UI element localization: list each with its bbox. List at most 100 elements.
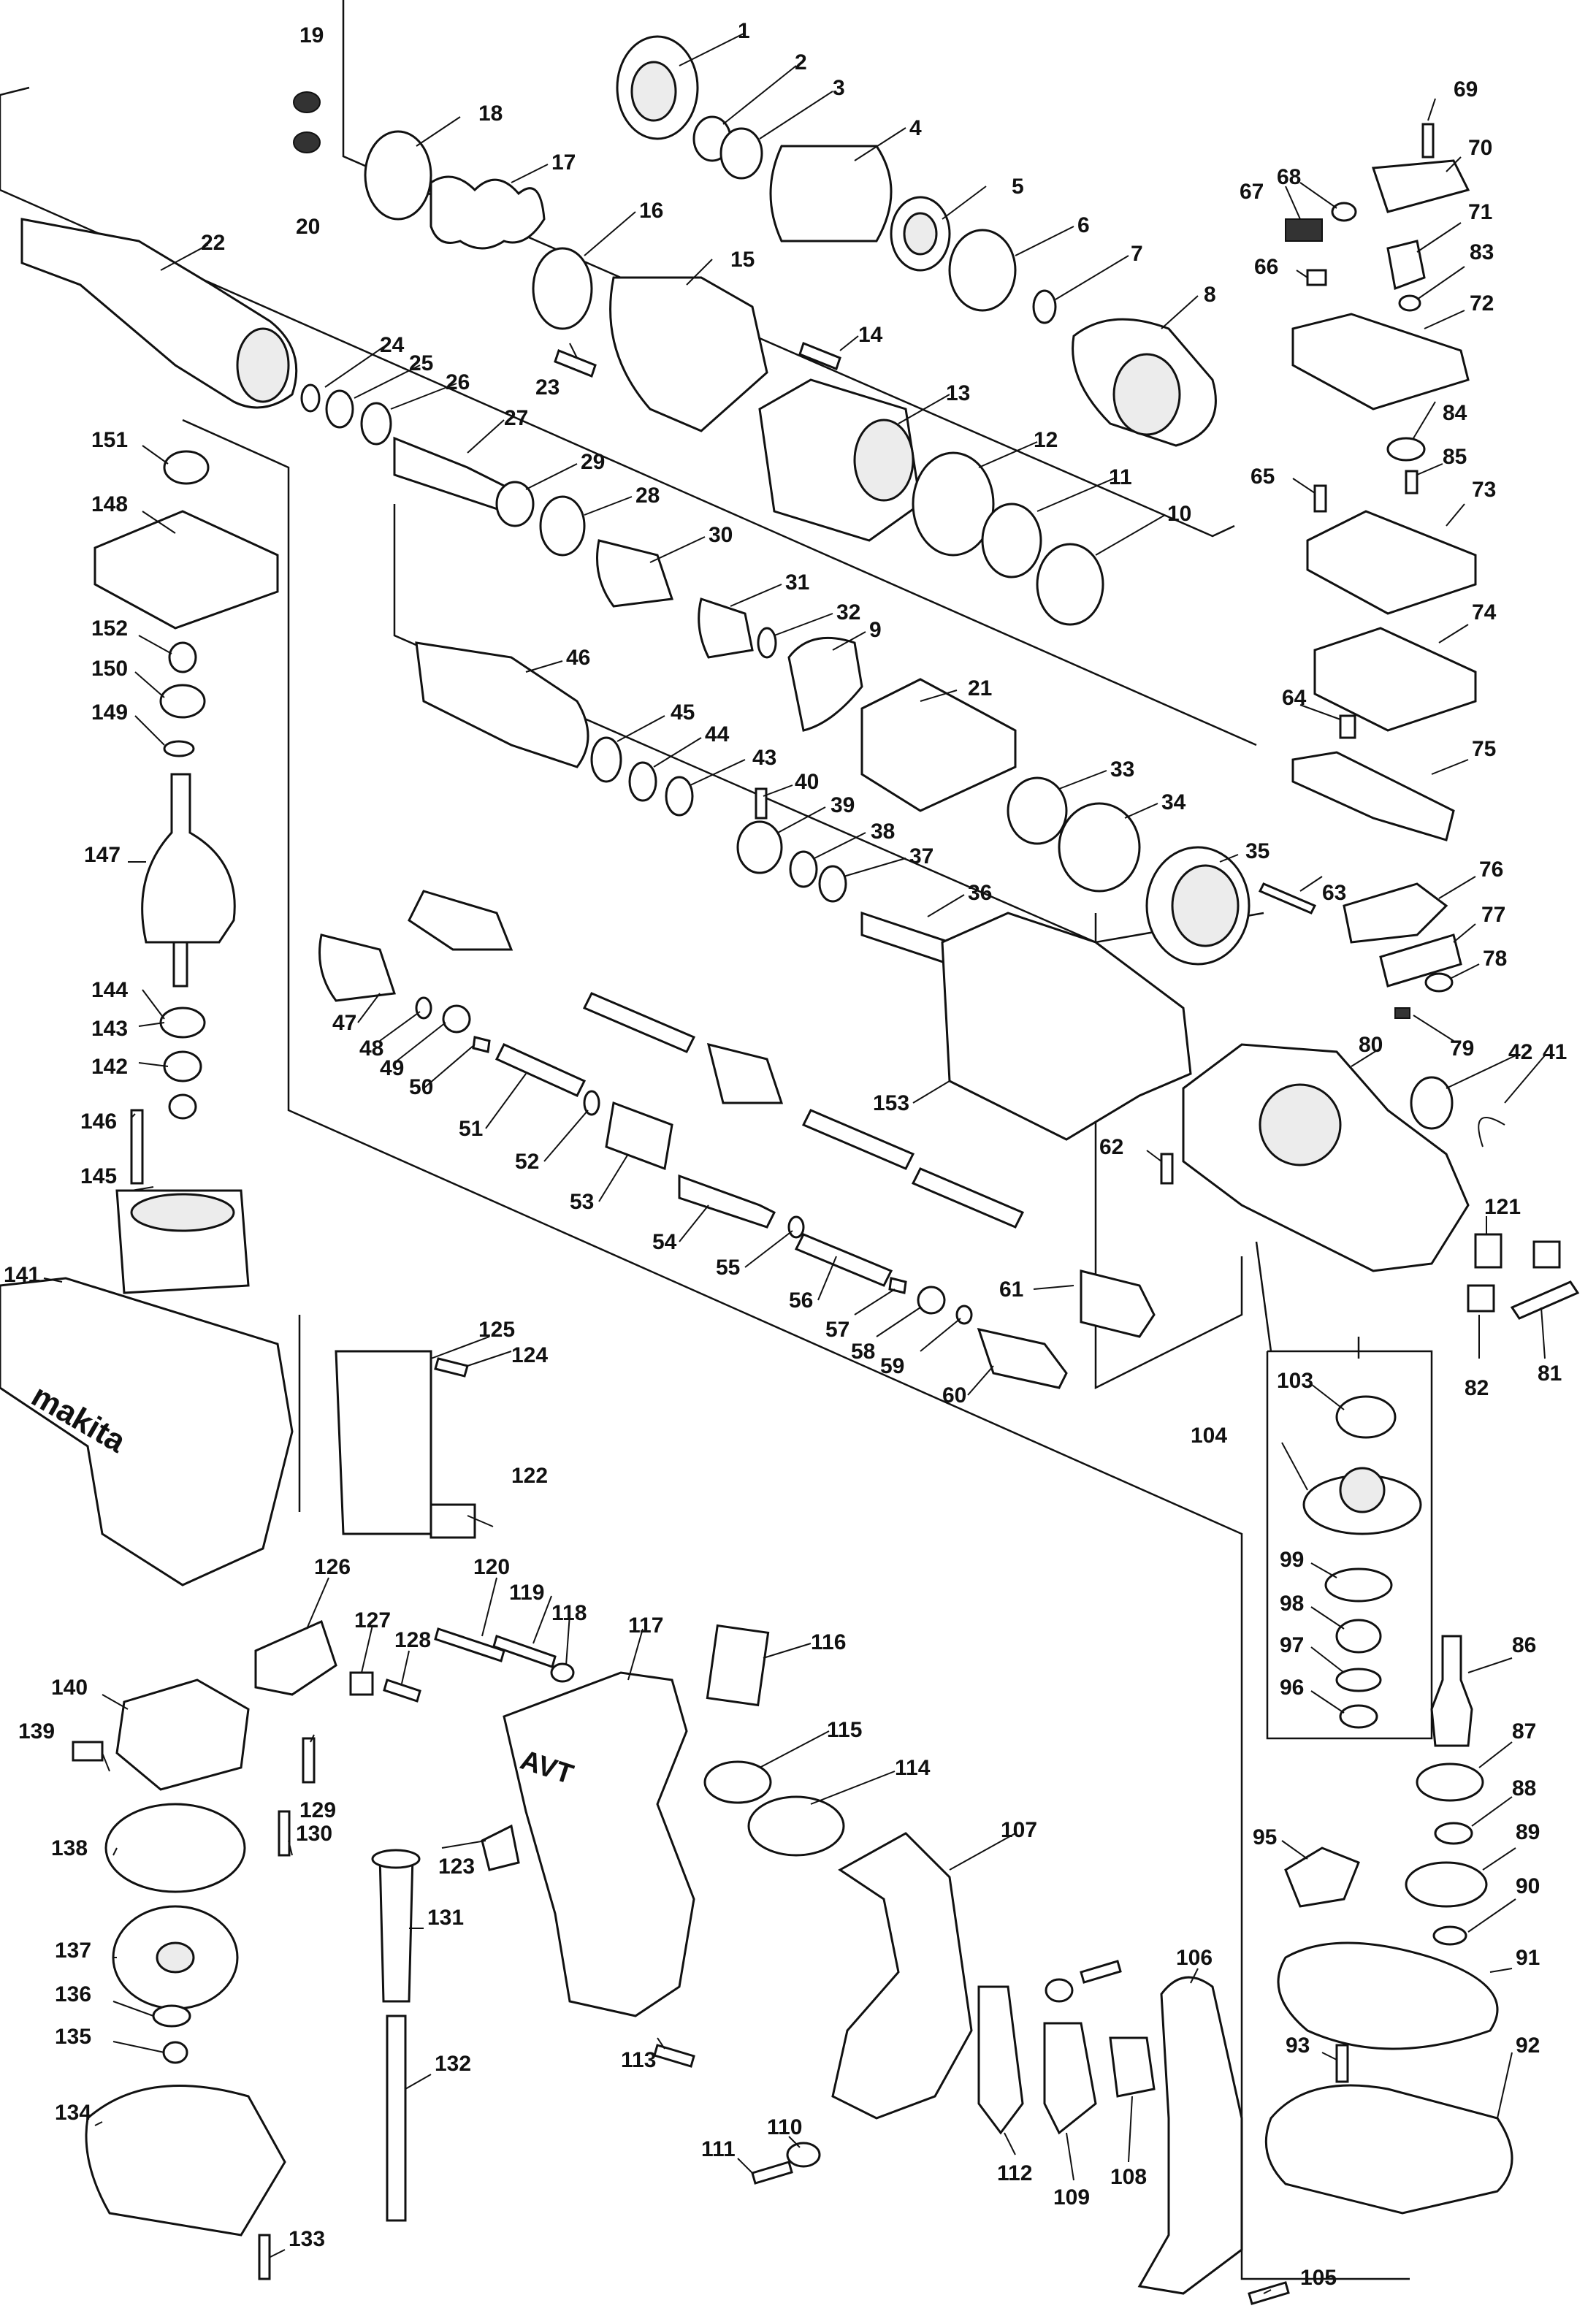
part-66-screw (1306, 269, 1327, 286)
part-132-cord (386, 2014, 407, 2222)
label-143: 143 (91, 1017, 128, 1041)
label-12: 12 (1034, 428, 1058, 452)
label-34: 34 (1161, 790, 1186, 814)
label-36: 36 (968, 881, 992, 905)
part-136-washer (152, 2004, 191, 2028)
part-77-arm (1379, 933, 1462, 988)
label-86: 86 (1512, 1633, 1536, 1657)
handle-parts: AVT (254, 1350, 1290, 2305)
label-138: 138 (51, 1836, 88, 1860)
part-109-switch (1043, 2022, 1097, 2135)
label-3: 3 (833, 76, 845, 100)
label-48: 48 (359, 1036, 383, 1061)
part-17-spring (429, 175, 546, 250)
label-134: 134 (55, 2101, 91, 2125)
part-113-screw (653, 2044, 695, 2068)
part-118-washer (550, 1662, 575, 1683)
label-45: 45 (671, 700, 695, 725)
label-118: 118 (551, 1601, 587, 1625)
label-74: 74 (1472, 600, 1497, 625)
part-128-screw (383, 1679, 421, 1703)
label-65: 65 (1251, 465, 1275, 489)
label-9: 9 (869, 618, 882, 642)
part-126-bracket (254, 1619, 337, 1696)
part-116-label (706, 1624, 770, 1707)
label-107: 107 (1001, 1818, 1037, 1842)
part-37-ring (818, 865, 847, 903)
label-129: 129 (299, 1798, 336, 1822)
part-133-screw (258, 2234, 271, 2280)
part-150-bearing (159, 684, 206, 719)
label-24: 24 (380, 333, 405, 357)
label-72: 72 (1470, 291, 1494, 316)
part-11-ring (981, 503, 1042, 578)
part-135-nut (162, 2041, 188, 2064)
label-41: 41 (1543, 1040, 1567, 1064)
part-71-lever (1386, 240, 1426, 291)
label-109: 109 (1053, 2185, 1090, 2210)
label-70: 70 (1468, 136, 1492, 160)
part-44-ring (628, 761, 657, 802)
label-22: 22 (201, 231, 225, 255)
label-64: 64 (1282, 686, 1307, 710)
label-11: 11 (1109, 465, 1132, 489)
label-13: 13 (946, 381, 970, 405)
part-124-screw (434, 1357, 469, 1378)
label-6: 6 (1077, 213, 1090, 237)
label-128: 128 (394, 1628, 431, 1652)
label-116: 116 (811, 1630, 846, 1654)
part-43-ring (665, 776, 694, 817)
label-59: 59 (880, 1354, 904, 1378)
label-8: 8 (1204, 283, 1216, 307)
label-78: 78 (1483, 947, 1507, 971)
label-90: 90 (1516, 1874, 1540, 1898)
label-149: 149 (91, 700, 128, 725)
part-99-cam (1324, 1567, 1393, 1603)
part-62-screw (1160, 1153, 1174, 1185)
part-59-ring (955, 1305, 973, 1325)
part-6-seal (948, 229, 1017, 312)
label-110: 110 (767, 2115, 802, 2139)
part-111-screw (751, 2161, 793, 2185)
label-46: 46 (566, 646, 590, 670)
label-73: 73 (1472, 478, 1496, 502)
part-64-tab (1339, 714, 1356, 739)
label-130: 130 (296, 1822, 332, 1846)
part-40-pin (755, 787, 768, 820)
label-52: 52 (515, 1150, 539, 1174)
part-47-cylinder (318, 933, 397, 1002)
label-81: 81 (1538, 1361, 1562, 1386)
label-133: 133 (289, 2227, 325, 2251)
label-146: 146 (80, 1110, 117, 1134)
label-95: 95 (1253, 1825, 1277, 1849)
part-65-screw (1313, 484, 1327, 513)
label-31: 31 (785, 570, 809, 595)
part-20-clip (293, 131, 321, 153)
part-153-cover (941, 912, 1192, 1141)
label-135: 135 (55, 2025, 91, 2049)
label-99: 99 (1280, 1548, 1304, 1572)
label-21: 21 (968, 676, 992, 700)
label-60: 60 (942, 1383, 966, 1408)
label-87: 87 (1512, 1719, 1536, 1744)
part-29-washer (495, 481, 535, 527)
label-25: 25 (409, 351, 433, 375)
label-57: 57 (825, 1318, 849, 1342)
part-82-block (1467, 1284, 1495, 1313)
part-130-screw (278, 1810, 291, 1857)
label-62: 62 (1099, 1135, 1123, 1159)
label-96: 96 (1280, 1676, 1304, 1700)
part-85-screw (1405, 470, 1419, 494)
part-146-screw (130, 1109, 144, 1185)
part-labels: 1 2 3 4 5 6 7 8 9 10 11 12 13 14 15 16 1… (4, 19, 1567, 2290)
part-34-spring (1058, 802, 1141, 893)
label-40: 40 (795, 770, 819, 794)
label-61: 61 (999, 1278, 1023, 1302)
label-127: 127 (354, 1608, 391, 1632)
label-19: 19 (299, 23, 324, 47)
label-27: 27 (504, 406, 528, 430)
part-98-spring (1335, 1619, 1382, 1654)
part-149-washer (163, 740, 195, 757)
part-53-piston (605, 1101, 673, 1171)
label-137: 137 (55, 1939, 91, 1963)
